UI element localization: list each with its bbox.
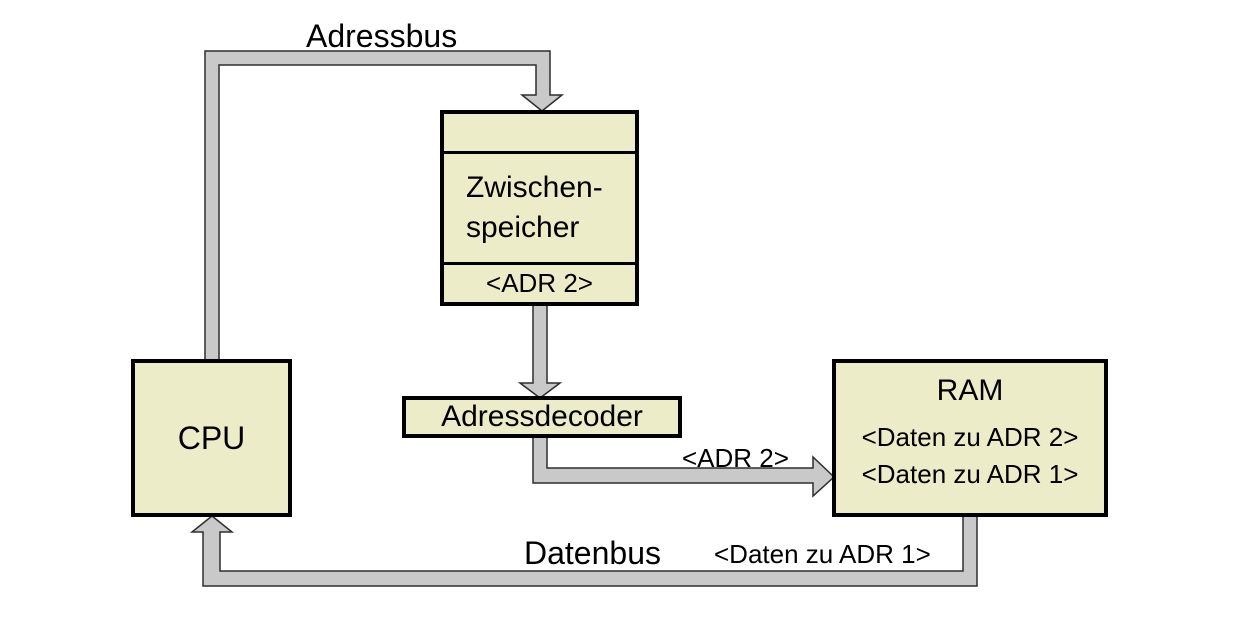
- adr2-bus-label: <ADR 2>: [682, 443, 789, 473]
- buffer-to-decoder-pipe-arrow: [517, 299, 563, 399]
- address-decoder-label: Adressdecoder: [441, 400, 643, 433]
- cpu-box: CPU: [131, 359, 292, 517]
- buffer-address-slot: <ADR 2>: [444, 265, 635, 302]
- ram-data-row-adr2: <Daten zu ADR 2>: [861, 422, 1079, 452]
- buffer-label-line1: Zwischen-: [466, 171, 603, 204]
- decoder-to-ram-pipe-arrow: [532, 432, 836, 498]
- buffer-box: Zwischen- speicher <ADR 2>: [440, 110, 639, 306]
- adressbus-label: Adressbus: [306, 18, 458, 54]
- datenbus-pipe-arrow: [189, 511, 978, 587]
- daten-zu-adr1-bus-label: <Daten zu ADR 1>: [714, 539, 931, 569]
- ram-data-row-adr1: <Daten zu ADR 1>: [861, 459, 1079, 489]
- buffer-label-line2: speicher: [466, 211, 580, 244]
- buffer-stored-address: <ADR 2>: [486, 268, 593, 298]
- address-decoder-box: Adressdecoder: [402, 396, 682, 438]
- cpu-label: CPU: [177, 419, 246, 456]
- datenbus-label: Datenbus: [524, 535, 661, 571]
- buffer-empty-compartment: [444, 114, 635, 154]
- buffer-name-compartment: Zwischen- speicher: [444, 154, 635, 265]
- ram-label: RAM: [936, 374, 1004, 407]
- ram-box: RAM <Daten zu ADR 2> <Daten zu ADR 1>: [832, 359, 1108, 517]
- ram-data-rows: <Daten zu ADR 2> <Daten zu ADR 1>: [862, 419, 1079, 493]
